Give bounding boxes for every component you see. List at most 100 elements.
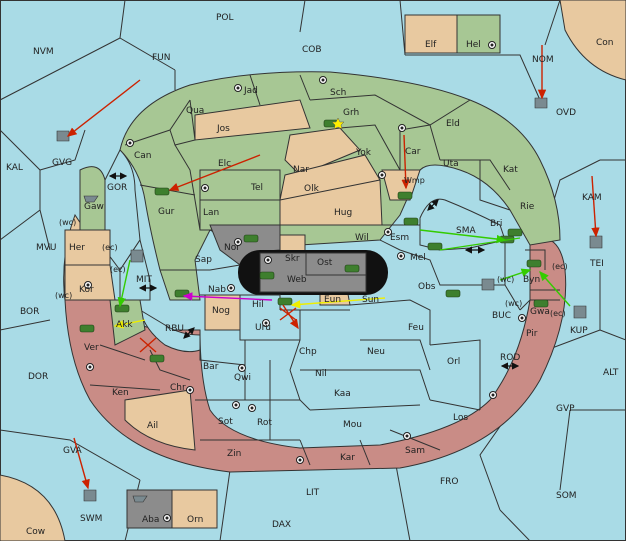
army-icon [533, 299, 549, 308]
army-icon [154, 187, 170, 196]
army-icon [277, 297, 293, 306]
sc-dot [319, 76, 327, 84]
label-lan: Lan [203, 208, 219, 218]
sc-dot [86, 363, 94, 371]
label-ec3: (ec) [552, 262, 568, 271]
label-fro: FRO [440, 477, 459, 487]
sc-dot [488, 41, 496, 49]
label-feu: Feu [408, 323, 424, 333]
region-elf[interactable] [404, 14, 458, 54]
region-ail[interactable] [124, 389, 196, 451]
label-los: Los [453, 413, 468, 423]
label-wc4: (wc) [505, 299, 522, 308]
fleet-units [56, 97, 603, 503]
label-hil: Hil [252, 300, 264, 310]
label-chp: Chp [299, 347, 317, 357]
region-nar[interactable] [284, 127, 361, 176]
sc-dot [186, 386, 194, 394]
label-sot: Sot [218, 417, 233, 427]
label-gor: GOR [107, 183, 127, 193]
label-qua: Qua [186, 106, 204, 116]
label-cow: Cow [26, 527, 45, 537]
label-ail: Ail [147, 421, 158, 431]
label-obs: Obs [418, 282, 436, 292]
label-orl: Orl [447, 357, 460, 367]
label-her: Her [69, 243, 85, 253]
sea-rbu[interactable] [139, 308, 201, 353]
region-con[interactable] [559, 0, 626, 81]
army-icon [149, 354, 165, 363]
label-cob: COB [302, 45, 322, 55]
region-orn[interactable] [171, 489, 218, 529]
label-buc: BUC [492, 311, 511, 321]
fleet-icon [83, 195, 99, 203]
label-lit: LIT [306, 488, 320, 498]
label-byn: Byn [523, 275, 540, 285]
label-dor: DOR [28, 372, 48, 382]
label-hel: Hel [466, 40, 481, 50]
label-swm: SWM [80, 514, 102, 524]
label-web: Web [287, 275, 307, 285]
army-icon [445, 289, 461, 298]
label-zin: Zin [227, 449, 241, 459]
label-tei: TEI [589, 259, 604, 269]
label-ec4: (ec) [550, 309, 566, 318]
supply-centers [84, 41, 526, 522]
label-eld: Eld [446, 119, 460, 129]
label-wil: Wil [355, 233, 369, 243]
label-fun: FUN [152, 53, 171, 63]
label-kar: Kar [340, 453, 355, 463]
sc-dot [489, 391, 497, 399]
fleet-icon [481, 278, 495, 291]
label-sap: Sap [195, 255, 212, 265]
label-wmp: Wmp [404, 176, 425, 185]
sc-dot [84, 281, 92, 289]
label-chr: Chr [170, 383, 186, 393]
label-ec2: (ec) [110, 265, 126, 274]
label-kam: KAM [582, 193, 602, 203]
label-ec1: (ec) [102, 243, 118, 252]
label-ken: Ken [112, 388, 129, 398]
fleet-icon [132, 495, 148, 503]
label-nvm: NVM [33, 47, 54, 57]
region-jos[interactable] [194, 99, 311, 141]
label-bor: BOR [20, 307, 39, 317]
fleet-icon [83, 489, 97, 502]
sc-dot [201, 184, 209, 192]
label-neu: Neu [367, 347, 385, 357]
label-eun: Eun [324, 295, 341, 305]
label-rbu: RBU [165, 324, 184, 334]
label-kaa: Kaa [334, 389, 351, 399]
label-can: Can [134, 151, 152, 161]
label-yok: Yok [355, 148, 372, 158]
label-jos: Jos [216, 124, 230, 134]
army-icon [427, 242, 443, 251]
fleet-icon [589, 235, 603, 249]
region-tel[interactable] [199, 169, 281, 201]
label-nil: Nil [315, 369, 327, 379]
label-ver: Ver [84, 343, 99, 353]
label-kal: KAL [6, 163, 23, 173]
sc-dot [262, 319, 270, 327]
connectors [108, 172, 520, 370]
label-alt: ALT [603, 368, 619, 378]
label-hug: Hug [334, 208, 352, 218]
army-icon [397, 191, 413, 200]
label-sun: Sun [362, 295, 379, 305]
army-icon [507, 228, 523, 237]
label-rot: Rot [257, 418, 272, 428]
province-borders [89, 70, 560, 466]
label-nog: Nog [212, 306, 230, 316]
label-gvp: GVP [556, 404, 575, 414]
army-icon [259, 271, 275, 280]
label-rie: Rie [520, 202, 535, 212]
label-som: SOM [556, 491, 577, 501]
label-sch: Sch [330, 88, 346, 98]
label-bar: Bar [203, 362, 219, 372]
sc-dot [238, 364, 246, 372]
army-icon [526, 259, 542, 268]
army-icon [243, 234, 259, 243]
label-uta: Uta [443, 159, 459, 169]
sc-dot [518, 314, 526, 322]
